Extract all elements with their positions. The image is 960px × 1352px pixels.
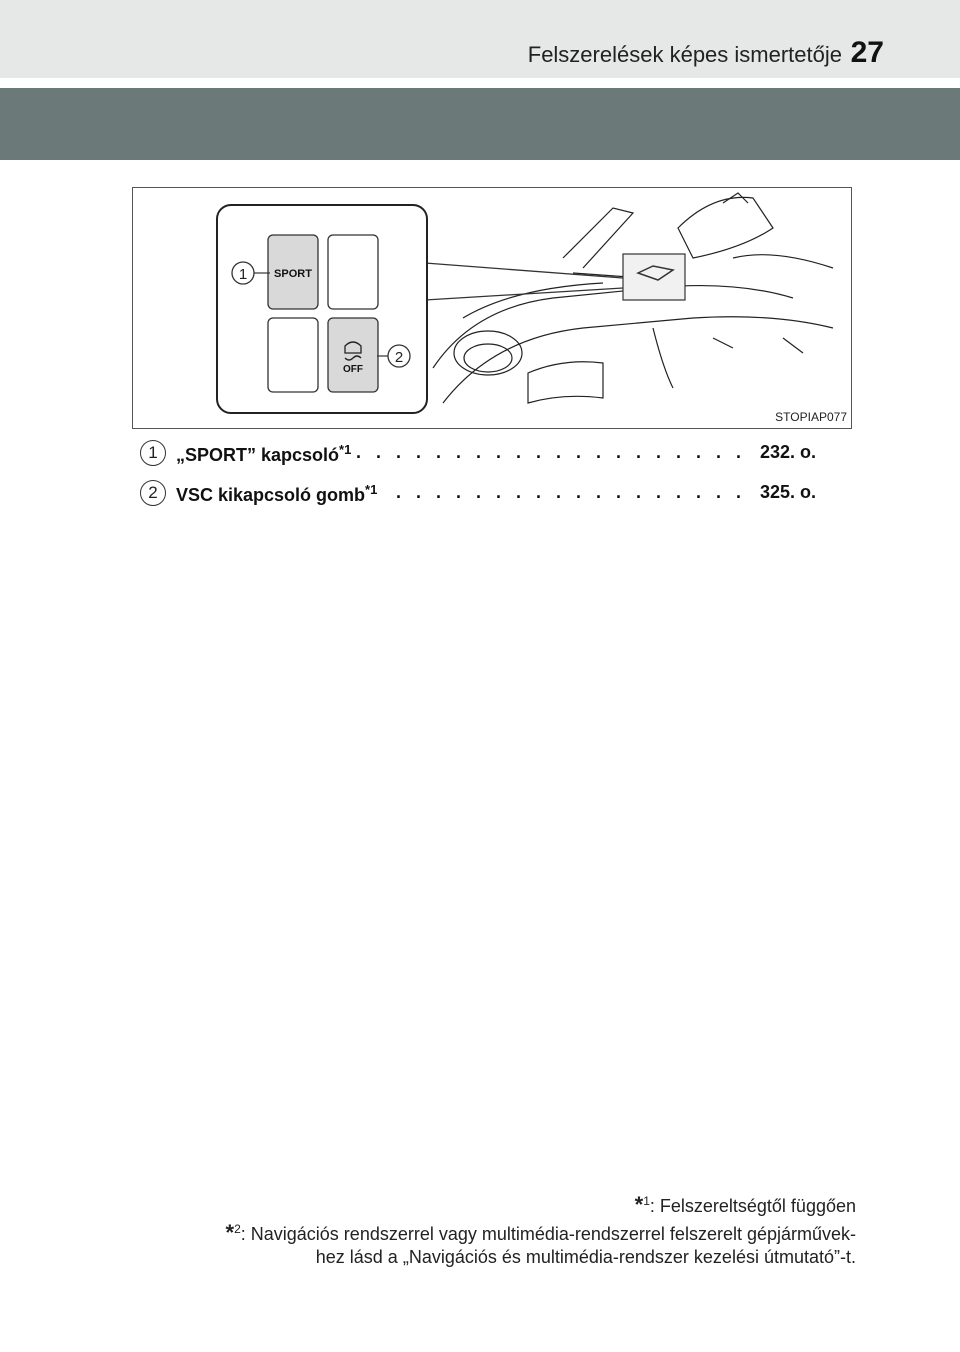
item-label: „SPORT” kapcsoló*1	[176, 442, 358, 465]
footnotes: *1: Felszereltségtől függően *2: Navigác…	[96, 1190, 856, 1269]
footnote-2-continuation: hez lásd a „Navigációs és multimédia-ren…	[315, 1247, 856, 1267]
console-edge-line	[432, 284, 794, 369]
switch-location-box	[622, 253, 686, 301]
header-strip	[0, 0, 960, 78]
item-label: VSC kikapcsoló gomb*1	[176, 482, 384, 505]
console-box	[527, 361, 604, 404]
footnote-1: *1: Felszereltségtől függően	[634, 1192, 856, 1217]
sport-switch[interactable]	[267, 234, 319, 310]
footnote-mark: *1	[339, 442, 352, 457]
console-illustration: SPORT OFF 1 2	[216, 192, 834, 414]
list-item: 1 „SPORT” kapcsoló*1 . . . . . . . . . .…	[140, 438, 830, 478]
console-edge-line	[442, 316, 834, 404]
blank-switch	[327, 234, 379, 310]
item-number-circle: 2	[140, 480, 166, 506]
reference-list: 1 „SPORT” kapcsoló*1 . . . . . . . . . .…	[140, 438, 830, 518]
page-header-title: Felszerelések képes ismertetője	[527, 42, 842, 67]
callout-1-number: 1	[239, 266, 247, 283]
gear-shifter	[677, 196, 774, 259]
page-number: 27	[850, 36, 884, 69]
list-item: 2 VSC kikapcsoló gomb*1 . . . . . . . . …	[140, 478, 830, 518]
vsc-off-label: OFF	[343, 364, 363, 375]
zoom-panel	[216, 204, 428, 414]
blank-switch	[267, 317, 319, 393]
footnote-mark: *1	[365, 482, 378, 497]
item-entry: „SPORT” kapcsoló*1 . . . . . . . . . . .…	[176, 442, 816, 470]
zoom-leader-line	[424, 262, 624, 279]
callout-2-number: 2	[395, 349, 403, 366]
item-number-circle: 1	[140, 440, 166, 466]
footnote-2: *2: Navigációs rendszerrel vagy multiméd…	[225, 1220, 856, 1245]
cup-holder	[453, 330, 523, 376]
item-entry: VSC kikapcsoló gomb*1 . . . . . . . . . …	[176, 482, 816, 510]
sport-switch-label: SPORT	[274, 268, 312, 280]
section-band	[0, 88, 960, 160]
vsc-off-switch[interactable]	[327, 317, 379, 393]
page-reference: 325. o.	[755, 482, 816, 503]
page-reference: 232. o.	[755, 442, 816, 463]
zoom-leader-line	[424, 287, 624, 301]
figure-code: STOPIAP077	[775, 410, 847, 424]
handbrake-lever	[562, 207, 635, 269]
vsc-skid-icon	[344, 341, 362, 361]
switch-figure: SPORT OFF 1 2 STOPIAP077	[132, 187, 852, 429]
